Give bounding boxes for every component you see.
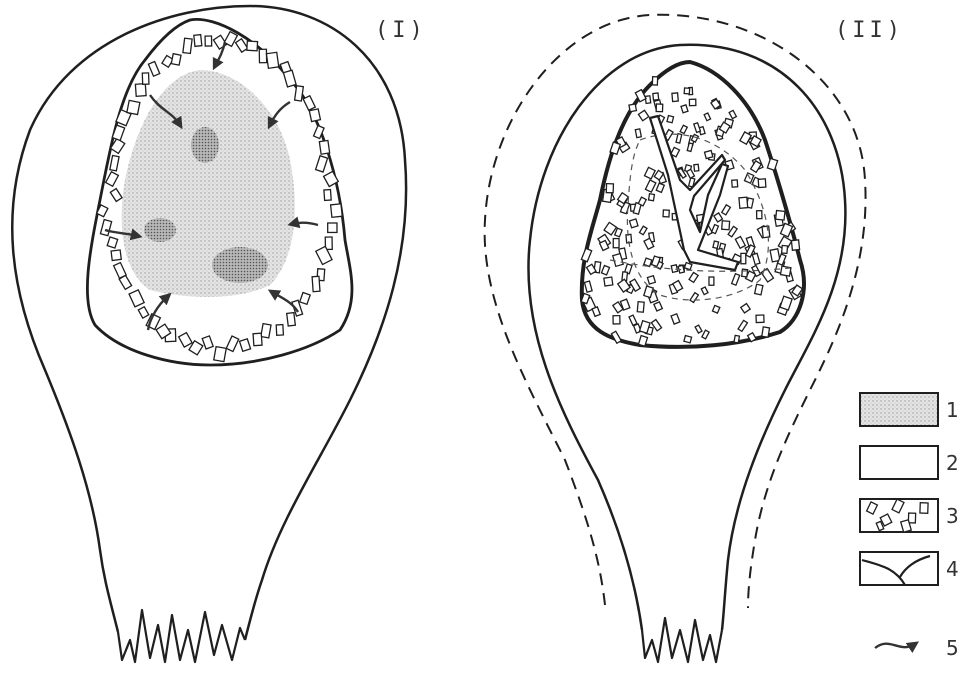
legend-number-1: 1 [946, 398, 959, 422]
crystal-mark [328, 223, 337, 232]
crystal-mark [739, 197, 748, 208]
fruit-right-calyx [642, 618, 722, 662]
crystal-mark [111, 250, 121, 261]
crystal-mark [645, 96, 650, 104]
legend-number-4: 4 [946, 557, 959, 581]
crystal-mark [756, 315, 764, 323]
fruit-right [485, 15, 866, 662]
dark-patch [212, 247, 268, 283]
legend [860, 393, 938, 648]
crystal-mark [287, 313, 296, 326]
fruit-left-calyx [118, 610, 245, 662]
crystal-mark [629, 104, 637, 112]
crystal-mark [214, 347, 226, 362]
crystal-mark [671, 265, 677, 273]
crystal-mark [653, 93, 659, 100]
crystal-mark [635, 129, 641, 138]
legend-number-3: 3 [946, 504, 959, 528]
crystal-mark [705, 150, 713, 158]
crystal-mark [652, 77, 657, 85]
crystal-mark [644, 258, 652, 266]
fruit-left [12, 6, 406, 662]
crystal-mark [684, 336, 692, 343]
crystal-mark [663, 210, 669, 217]
crystal-mark [647, 276, 655, 284]
crystal-mark [295, 86, 304, 101]
dark-patch [191, 127, 219, 163]
crystal-mark [742, 269, 748, 277]
crystal-mark [734, 335, 739, 343]
crystal-mark [667, 116, 674, 123]
legend-arrow-mark [875, 644, 915, 648]
crystal-mark [319, 140, 329, 154]
crystal-mark [613, 316, 620, 324]
crystal-mark [276, 325, 283, 336]
crystal-mark [637, 302, 644, 313]
crystal-mark [142, 73, 149, 84]
crystal-mark [127, 100, 140, 114]
crystal-mark [135, 84, 146, 97]
crystal-mark [309, 109, 320, 122]
crystal-mark [776, 211, 785, 221]
crystal-mark [312, 276, 320, 291]
legend-swatch-1-stipple [860, 393, 938, 426]
crystal-mark [205, 36, 212, 46]
crystal-mark [741, 253, 746, 263]
crystal-mark [183, 38, 192, 53]
crystal-mark [684, 263, 691, 270]
crystal-mark [755, 284, 763, 295]
crystal-mark [331, 204, 343, 218]
crystal-mark [324, 190, 331, 201]
crystal-mark [689, 99, 695, 105]
crystal-mark [253, 333, 262, 346]
crystal-mark [758, 179, 766, 188]
crystal-mark [247, 41, 258, 51]
crystal-mark [694, 164, 699, 171]
crystal-mark [684, 88, 690, 94]
crystal-mark [732, 180, 738, 187]
crystal-mark [266, 52, 278, 68]
dark-patch [144, 218, 176, 242]
crystal-mark [757, 211, 762, 219]
crystal-mark [722, 221, 730, 230]
legend-number-5: 5 [946, 636, 959, 660]
legend-number-2: 2 [946, 451, 959, 475]
crystal-mark [672, 93, 678, 102]
crystal-mark [259, 49, 266, 63]
legend-swatch-2-blank [860, 446, 938, 479]
crystal-mark [782, 245, 788, 253]
crystal-mark [613, 239, 619, 248]
crystal-mark [709, 277, 714, 285]
panel-label-I: (I) [375, 18, 427, 43]
crystal-mark [791, 240, 799, 250]
panel-label-II: (II) [835, 18, 904, 43]
crystal-mark [656, 104, 663, 112]
crystal-mark [649, 194, 655, 201]
crystal-mark [194, 35, 202, 47]
crystal-mark [171, 54, 181, 65]
crystal-mark [713, 241, 719, 248]
crystal-mark [606, 184, 613, 193]
crystal-mark [629, 219, 638, 228]
crystal-mark [604, 277, 613, 286]
crystal-mark [762, 327, 770, 337]
crystal-mark [261, 324, 271, 338]
crystal-mark [681, 105, 688, 113]
crystal-mark [920, 503, 928, 514]
